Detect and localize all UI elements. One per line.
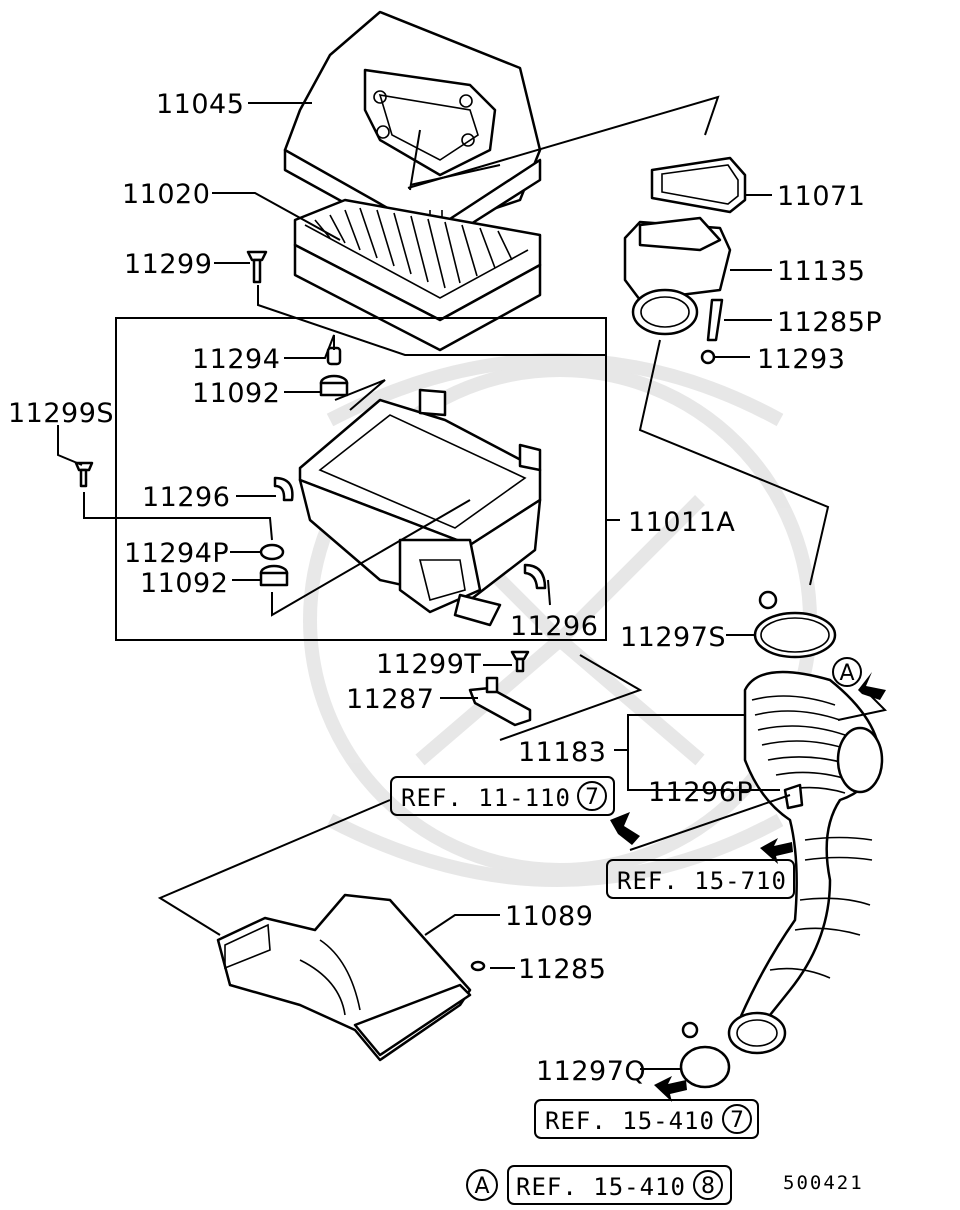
label-11299T: 11299T — [376, 649, 481, 680]
label-11135: 11135 — [777, 256, 865, 287]
air-cleaner-case — [115, 317, 607, 641]
callout-marker-a-legend — [466, 1169, 498, 1201]
circled-number-icon — [577, 781, 607, 811]
label-11294P: 11294P — [124, 538, 229, 569]
label-11092-lower: 11092 — [140, 568, 228, 599]
label-11296-left: 11296 — [142, 482, 230, 513]
svg-text:REF. 15-710: REF. 15-710 — [617, 867, 787, 895]
label-11296-right: 11296 — [510, 611, 598, 642]
callout-marker-a: A — [832, 657, 862, 687]
label-11071: 11071 — [777, 181, 865, 212]
svg-text:REF. 11-110: REF. 11-110 — [401, 784, 571, 812]
svg-text:REF. 15-410: REF. 15-410 — [545, 1107, 715, 1135]
label-11297S: 11297S — [620, 622, 726, 653]
label-11285P: 11285P — [777, 307, 882, 338]
svg-text:REF. 15-410: REF. 15-410 — [516, 1173, 686, 1201]
svg-text:A: A — [474, 1174, 489, 1199]
label-11183: 11183 — [518, 737, 606, 768]
air-intake-duct — [216, 893, 486, 1062]
label-11293: 11293 — [757, 344, 845, 375]
diagram-code: 500421 — [783, 1172, 864, 1194]
flow-arrow-icon — [858, 672, 886, 700]
label-11089: 11089 — [505, 901, 593, 932]
flow-arrow-icon — [654, 1076, 687, 1102]
case-hardware — [74, 250, 547, 590]
air-filter-element — [293, 198, 542, 352]
hose-clamps — [679, 590, 837, 1089]
bracket — [468, 650, 532, 727]
air-cleaner-cover — [283, 10, 542, 252]
circled-number-icon — [693, 1170, 723, 1200]
flow-arrows — [610, 672, 886, 1102]
flow-arrow-icon — [760, 838, 793, 864]
label-11296P: 11296P — [648, 777, 753, 808]
circled-number-icon — [722, 1104, 752, 1134]
ref-box-15-710[interactable]: REF. 15-710 — [606, 859, 795, 899]
flow-arrow-icon — [610, 812, 640, 845]
label-11294: 11294 — [192, 344, 280, 375]
leader-lines — [57, 95, 888, 1070]
ref-box-15-410-eight[interactable]: A REF. 15-410 8 — [466, 1165, 732, 1205]
svg-text:8: 8 — [701, 1174, 715, 1199]
mass-airflow-sensor — [623, 156, 747, 365]
svg-text:A: A — [839, 661, 854, 686]
label-11299: 11299 — [124, 249, 212, 280]
label-11299S: 11299S — [8, 398, 114, 429]
intake-hose — [727, 670, 884, 1055]
ref-box-11-110[interactable]: REF. 11-110 7 — [390, 776, 615, 816]
label-11011A: 11011A — [628, 507, 735, 538]
ref-box-15-410-seven[interactable]: REF. 15-410 7 — [534, 1099, 759, 1139]
label-11092-upper: 11092 — [192, 378, 280, 409]
label-11285: 11285 — [518, 954, 606, 985]
label-11045: 11045 — [156, 89, 244, 120]
label-11020: 11020 — [122, 179, 210, 210]
label-11287: 11287 — [346, 684, 434, 715]
svg-text:7: 7 — [730, 1108, 744, 1133]
svg-text:7: 7 — [585, 785, 599, 810]
label-11297Q: 11297Q — [536, 1056, 646, 1087]
